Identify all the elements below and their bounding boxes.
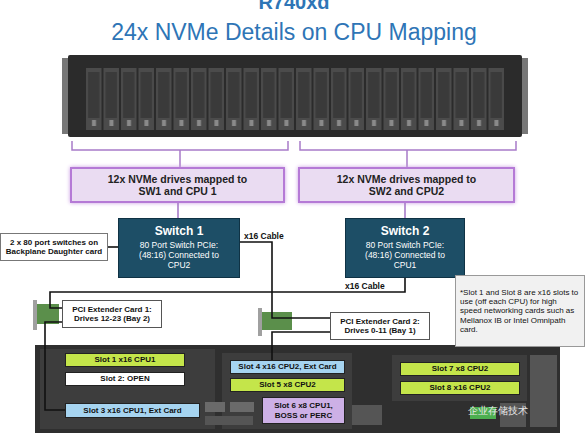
box-text: PCI Extender Card 1: Drives 12-23 (Bay 2… [66,305,158,323]
edge-label: x16 Cable [244,231,284,241]
bracket [72,141,288,167]
cable-line [240,242,330,318]
port [230,402,254,412]
box-text: Slot 1 x16 CPU1 [95,355,156,364]
riser-area [392,355,527,401]
server-front [68,55,522,137]
extender-card [37,304,59,324]
card-bracket [258,308,262,336]
box-text: Slot 2: OPEN [100,374,149,383]
box-text: 2 x 80 port switches on Backplane Daught… [4,238,104,256]
note-box: 2 x 80 port switches on Backplane Daught… [0,233,108,261]
cable-line [108,246,118,248]
slot-label: Slot 3 x16 CPU1, Ext Card [65,403,200,418]
note-box: *Slot 1 and Slot 8 are x16 slots to use … [455,275,585,347]
slot-label: Slot 5 x8 CPU2 [230,378,345,392]
box-text: Switch 1 [155,225,204,239]
box-text: Slot 7 x8 CPU2 [432,364,488,373]
riser-area [40,349,215,429]
cable-line [50,278,405,308]
server-rear [35,345,560,433]
edge-label: x16 Cable [345,281,385,291]
box-text: Slot 6 x8 CPU1, BOSS or PERC [265,401,342,419]
box-text: Slot 5 x8 CPU2 [259,380,315,389]
diagram-title: 24x NVMe Details on CPU Mapping [0,19,588,46]
port [205,402,225,412]
switch-box: Switch 2 80 Port Switch PCIe: (48:16) Con… [345,218,465,278]
switch-box: Switch 1 80 Port Switch PCIe: (48:16) Con… [118,218,240,278]
slot-label: Slot 2: OPEN [65,372,185,386]
slot-label: Slot 1 x16 CPU1 [65,353,185,367]
slot-label: Slot 8 x16 CPU2 [400,381,520,395]
model-name: R740xd [0,0,588,14]
cable-line [45,322,65,410]
cable-line [404,203,406,218]
cable-line [177,203,179,218]
box-text: PCI Extender Card 2: Drives 0-11 (Bay 1) [334,317,426,335]
box-body: 80 Port Switch PCIe: (48:16) Connected t… [363,241,447,270]
drive-group-box: 12x NVMe drives mapped to SW1 and CPU 1 [70,167,285,203]
port [352,405,382,425]
box-text: 12x NVMe drives mapped to SW1 and CPU 1 [102,173,253,197]
port [205,416,253,425]
watermark: 企业存储技术 [468,404,578,418]
bracket [300,141,516,167]
card-label-box: PCI Extender Card 1: Drives 12-23 (Bay 2… [62,300,162,328]
extender-card [262,312,292,330]
slot-label: Slot 6 x8 CPU1, BOSS or PERC [262,397,345,424]
drive-bays [85,68,505,130]
box-text: Switch 2 [381,225,430,239]
box-text: Slot 8 x16 CPU2 [430,383,491,392]
power-supply [530,355,557,427]
box-text: *Slot 1 and Slot 8 are x16 slots to use … [460,288,580,334]
box-body: 80 Port Switch PCIe: (48:16) Connected t… [137,241,221,270]
slot-label: Slot 4 x16 CPU2, Ext Card [230,360,345,374]
drive-group-box: 12x NVMe drives mapped to SW2 and CPU2 [298,167,515,203]
cable-line [272,332,330,360]
box-text: Slot 3 x16 CPU1, Ext Card [83,406,181,415]
box-text: 12x NVMe drives mapped to SW2 and CPU2 [330,173,483,197]
card-label-box: PCI Extender Card 2: Drives 0-11 (Bay 1) [330,312,430,340]
box-text: Slot 4 x16 CPU2, Ext Card [238,362,336,371]
slot-label: Slot 7 x8 CPU2 [400,362,520,376]
card-bracket [33,300,37,330]
